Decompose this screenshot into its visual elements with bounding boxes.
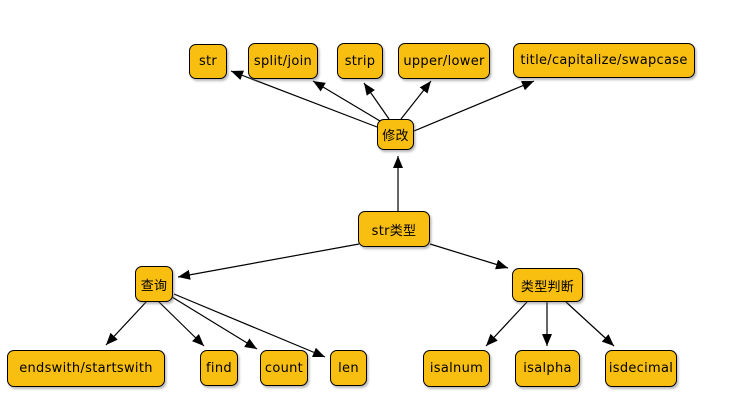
edge-typejudge-isalnum (485, 301, 528, 347)
node-len[interactable]: len (330, 350, 367, 386)
edge-modify-strip (363, 82, 390, 120)
edge-strtype-query (177, 243, 360, 280)
edge-strtype-typejudge (429, 243, 509, 270)
node-type-judge[interactable]: 类型判断 (512, 268, 583, 302)
node-split-join[interactable]: split/join (248, 43, 318, 79)
node-count[interactable]: count (260, 350, 308, 386)
edge-query-count (171, 296, 258, 350)
edge-query-len (173, 293, 326, 358)
edge-modify-str (230, 70, 378, 128)
node-endswith-startswith[interactable]: endswith/startswith (7, 350, 165, 387)
node-upper-lower[interactable]: upper/lower (398, 43, 490, 79)
node-str-type[interactable]: str类型 (358, 211, 430, 247)
edge-typejudge-isdecimal (565, 301, 615, 347)
node-strip[interactable]: strip (337, 43, 383, 79)
node-str[interactable]: str (189, 44, 227, 79)
node-isdecimal[interactable]: isdecimal (605, 350, 677, 387)
node-query[interactable]: 查询 (135, 266, 173, 302)
node-find[interactable]: find (200, 350, 238, 386)
edge-modify-upperlower (400, 80, 432, 120)
edge-modify-titlecapitalizeswapcase (413, 80, 535, 132)
edge-modify-splitjoin (312, 80, 381, 122)
node-isalpha[interactable]: isalpha (515, 350, 580, 387)
node-title-capitalize-swapcase[interactable]: title/capitalize/swapcase (513, 43, 695, 78)
edge-query-find (157, 300, 205, 347)
node-isalnum[interactable]: isalnum (423, 350, 490, 387)
edge-query-endswithstartswith (105, 300, 148, 346)
node-modify[interactable]: 修改 (377, 119, 414, 150)
